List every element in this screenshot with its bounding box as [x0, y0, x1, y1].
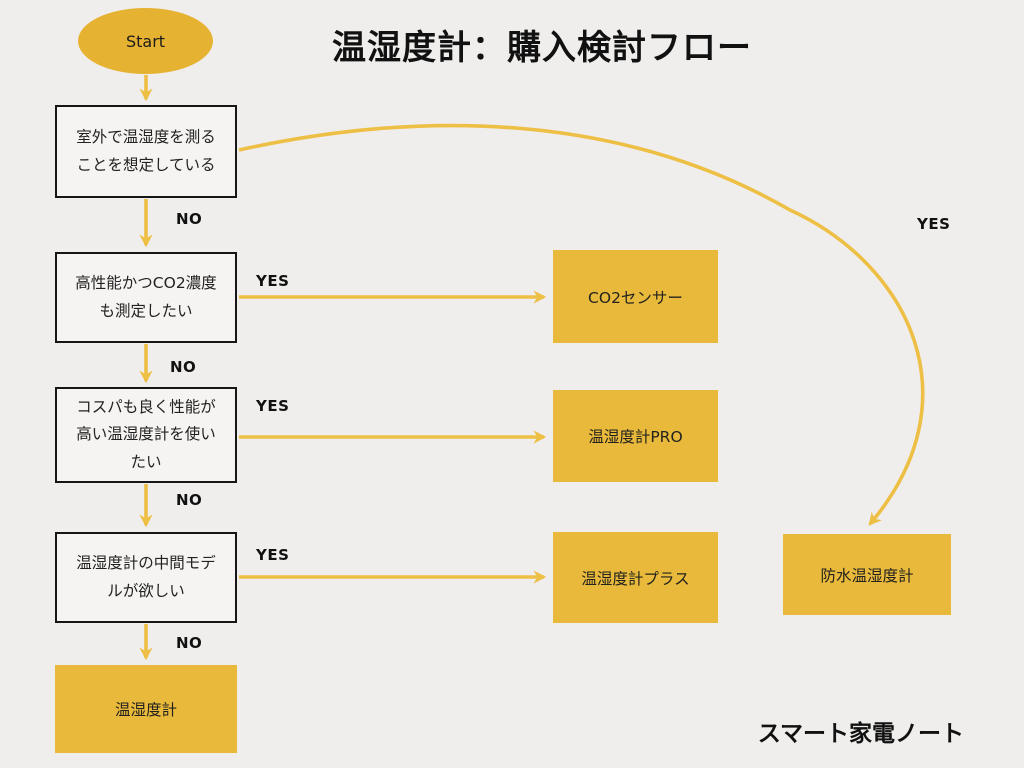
footer-brand: スマート家電ノート [757, 721, 964, 747]
edge-label-q3-yes: YES [256, 397, 290, 415]
edge-label-q3-no: NO [176, 491, 203, 509]
edge-label-q1-no: NO [176, 210, 203, 228]
page-title: 温湿度計：購入検討フロー [332, 28, 752, 68]
node-question-co2-label: 高性能かつCO2濃度も測定したい [75, 274, 217, 320]
node-question-cost-performance-label: コスパも良く性能が高い温湿度計を使いたい [76, 398, 216, 471]
node-question-outdoor-label: 室外で温湿度を測ることを想定している [76, 128, 216, 174]
node-question-mid-model: 温湿度計の中間モデルが欲しい [55, 532, 237, 623]
edge-label-q2-no: NO [170, 358, 197, 376]
node-result-plus-label: 温湿度計プラス [581, 569, 690, 588]
node-result-co2-sensor: CO2センサー [553, 250, 718, 343]
node-result-pro-label: 温湿度計PRO [588, 428, 683, 446]
node-question-outdoor: 室外で温湿度を測ることを想定している [55, 105, 237, 198]
node-question-mid-model-label: 温湿度計の中間モデルが欲しい [76, 554, 216, 600]
node-result-waterproof-label: 防水温湿度計 [820, 566, 914, 585]
node-result-basic-label: 温湿度計 [114, 701, 177, 719]
edge-label-q1-yes: YES [917, 215, 951, 233]
node-result-co2-sensor-label: CO2センサー [588, 288, 683, 307]
node-start: Start [78, 8, 213, 74]
node-result-pro: 温湿度計PRO [553, 390, 718, 482]
edge-label-q2-yes: YES [256, 272, 290, 290]
node-question-cost-performance: コスパも良く性能が高い温湿度計を使いたい [55, 387, 237, 483]
edge-label-q4-yes: YES [256, 546, 290, 564]
node-result-basic: 温湿度計 [55, 665, 237, 753]
node-question-co2: 高性能かつCO2濃度も測定したい [55, 252, 237, 343]
node-result-plus: 温湿度計プラス [553, 532, 718, 623]
edge-label-q4-no: NO [176, 634, 203, 652]
node-start-label: Start [125, 31, 166, 51]
node-result-waterproof: 防水温湿度計 [783, 534, 951, 615]
